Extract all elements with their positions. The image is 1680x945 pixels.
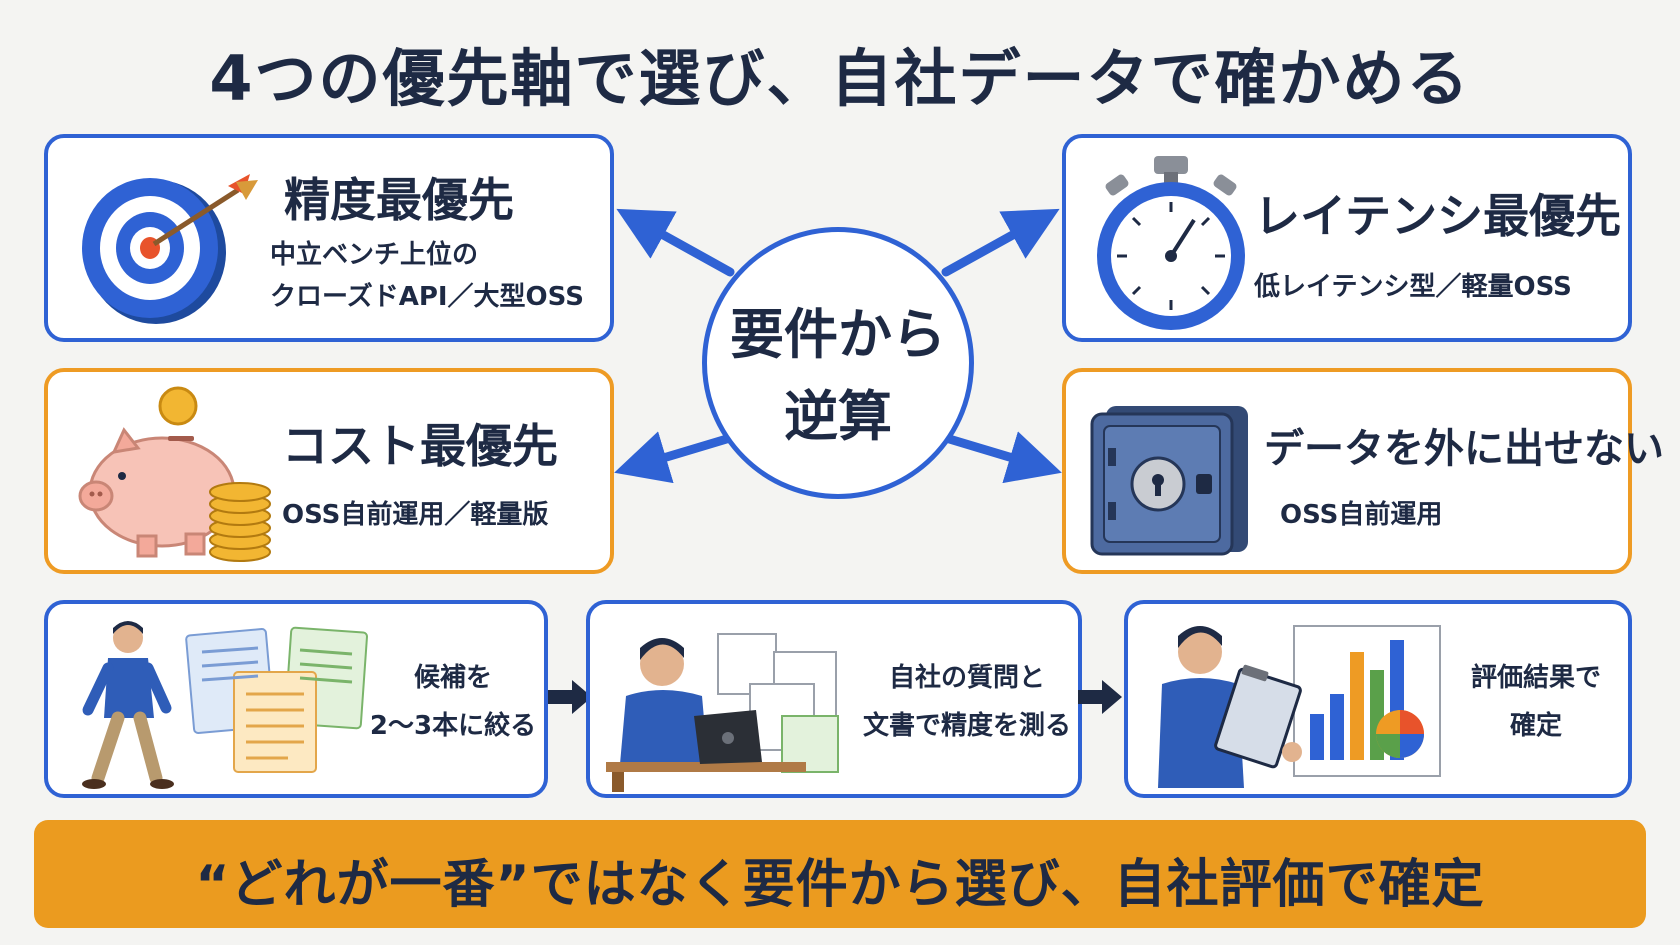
step-3-card: 評価結果で 確定 (1124, 600, 1632, 798)
privacy-sub: OSS自前運用 (1280, 500, 1443, 530)
arrow-to-cost (614, 431, 735, 484)
center-line1: 要件から (730, 303, 946, 366)
step-1-line2: 2〜3本に絞る (369, 711, 537, 741)
step-2-line1: 自社の質問と (888, 663, 1045, 693)
stopwatch-icon (1097, 156, 1245, 330)
arrow-to-privacy (941, 431, 1062, 484)
center-line2: 逆算 (784, 385, 892, 448)
latency-sub: 低レイテンシ型／軽量OSS (1254, 272, 1572, 302)
accuracy-sub-line1: 中立ベンチ上位の (270, 240, 479, 270)
accuracy-card: 精度最優先 中立ベンチ上位の クローズドAPI／大型OSS (44, 134, 614, 342)
person-laptop-icon (606, 633, 839, 792)
cost-card: コスト最優先 OSS自前運用／軽量版 (44, 368, 614, 574)
privacy-card: データを外に出せない OSS自前運用 (1062, 368, 1664, 574)
step-2-card: 自社の質問と 文書で精度を測る (586, 600, 1082, 798)
arrow-to-latency (941, 208, 1060, 277)
step-arrow-1-icon (548, 680, 592, 714)
bottom-banner: “どれが一番”ではなく要件から選び、自社評価で確定 (34, 820, 1646, 928)
evaluation-chart-icon (1158, 625, 1441, 788)
walking-person-icon (82, 621, 174, 789)
piggy-bank-icon (78, 386, 271, 562)
step-1-line1: 候補を (413, 663, 492, 693)
step-3-line1: 評価結果で (1470, 663, 1601, 693)
accuracy-title: 精度最優先 (284, 173, 514, 227)
step-2-line2: 文書で精度を測る (862, 711, 1071, 741)
step-3-line2: 確定 (1509, 711, 1562, 741)
cost-sub: OSS自前運用／軽量版 (282, 500, 549, 530)
latency-title: レイテンシ最優先 (1254, 189, 1622, 243)
step-1-card: 候補を 2〜3本に絞る (44, 600, 548, 798)
safe-icon (1090, 406, 1248, 556)
banner-text: “どれが一番”ではなく要件から選び、自社評価で確定 (195, 855, 1485, 915)
center-circle: 要件から 逆算 (702, 227, 974, 499)
arrow-to-accuracy (616, 208, 735, 277)
cost-title: コスト最優先 (282, 419, 558, 473)
page-title: 4つの優先軸で選び、自社データで確かめる (209, 42, 1471, 115)
latency-card: レイテンシ最優先 低レイテンシ型／軽量OSS (1062, 134, 1632, 342)
documents-icon (185, 626, 368, 773)
accuracy-sub-line2: クローズドAPI／大型OSS (270, 282, 584, 312)
step-arrow-2-icon (1078, 680, 1122, 714)
target-icon (82, 174, 258, 324)
privacy-title: データを外に出せない (1264, 426, 1664, 472)
